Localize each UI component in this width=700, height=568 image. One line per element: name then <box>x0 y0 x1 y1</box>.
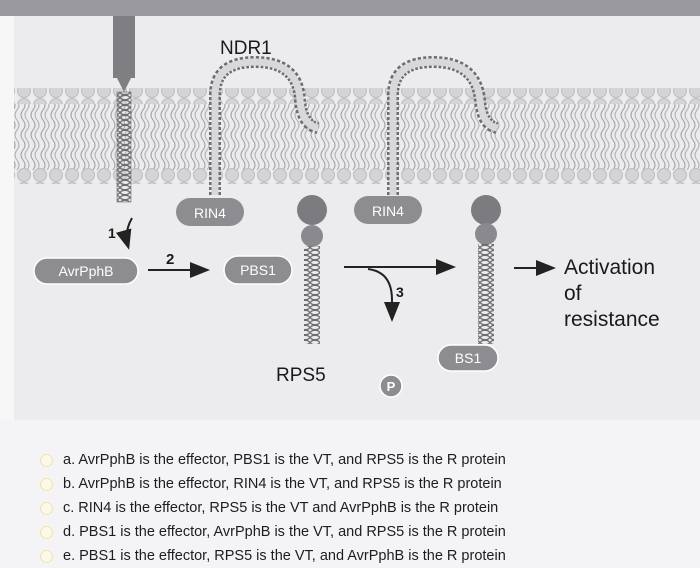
avrpphb: AvrPphB <box>33 257 139 285</box>
answer-options: a. AvrPphB is the effector, PBS1 is the … <box>40 448 680 568</box>
bs1: BS1 <box>437 344 499 372</box>
phosphate-label: P <box>387 379 396 394</box>
option-e[interactable]: e. PBS1 is the effector, RPS5 is the VT,… <box>40 544 680 568</box>
radio-button[interactable] <box>40 453 53 467</box>
activation-line-2: of <box>564 282 582 305</box>
rps5-label: RPS5 <box>276 365 326 386</box>
rin4-left: RIN4 <box>176 198 244 226</box>
membrane-anchor <box>113 16 135 203</box>
ndr1-protein-left <box>209 55 320 195</box>
option-label: b. AvrPphB is the effector, RIN4 is the … <box>63 476 502 492</box>
option-label: c. RIN4 is the effector, RPS5 is the VT … <box>63 500 499 516</box>
avrpphb-label: AvrPphB <box>59 263 114 279</box>
option-c[interactable]: c. RIN4 is the effector, RPS5 is the VT … <box>40 496 680 520</box>
pbs1-label: PBS1 <box>240 262 276 278</box>
option-label: e. PBS1 is the effector, RPS5 is the VT,… <box>63 548 506 564</box>
rin4-right: RIN4 <box>354 196 422 224</box>
radio-button[interactable] <box>40 549 53 563</box>
ndr1-label: NDR1 <box>220 38 272 59</box>
rin4-left-label: RIN4 <box>194 205 226 221</box>
top-border <box>0 0 700 16</box>
arrow-step2: 2 <box>148 251 210 278</box>
radio-button[interactable] <box>40 501 53 515</box>
figure-background <box>0 0 700 420</box>
option-label: a. AvrPphB is the effector, PBS1 is the … <box>63 452 506 468</box>
activation-line-3: resistance <box>564 308 660 331</box>
step1-label: 1 <box>108 225 116 241</box>
radio-button[interactable] <box>40 525 53 539</box>
ndr1-protein-right <box>387 55 499 195</box>
option-d[interactable]: d. PBS1 is the effector, AvrPphB is the … <box>40 520 680 544</box>
activation-line-1: Activation <box>564 256 655 279</box>
rps5-protein-left <box>297 195 327 344</box>
rps5-protein-right <box>471 195 501 344</box>
bs1-label: BS1 <box>455 350 482 366</box>
arrow-step3: 3 <box>344 259 456 322</box>
option-label: d. PBS1 is the effector, AvrPphB is the … <box>63 524 506 540</box>
radio-button[interactable] <box>40 477 53 491</box>
step3-label: 3 <box>396 284 404 300</box>
rin4-right-label: RIN4 <box>372 203 404 219</box>
left-margin <box>0 16 14 420</box>
step2-label: 2 <box>166 251 174 268</box>
phosphate: P <box>379 374 403 398</box>
option-b[interactable]: b. AvrPphB is the effector, RIN4 is the … <box>40 472 680 496</box>
pathway-diagram: NDR1 RIN4 RIN4 AvrPphB PBS1 BS1 P R <box>0 0 700 420</box>
arrow-step1: 1 <box>108 217 133 250</box>
pbs1: PBS1 <box>223 255 293 285</box>
activation-text: Activation of resistance <box>564 256 660 331</box>
option-a[interactable]: a. AvrPphB is the effector, PBS1 is the … <box>40 448 680 472</box>
